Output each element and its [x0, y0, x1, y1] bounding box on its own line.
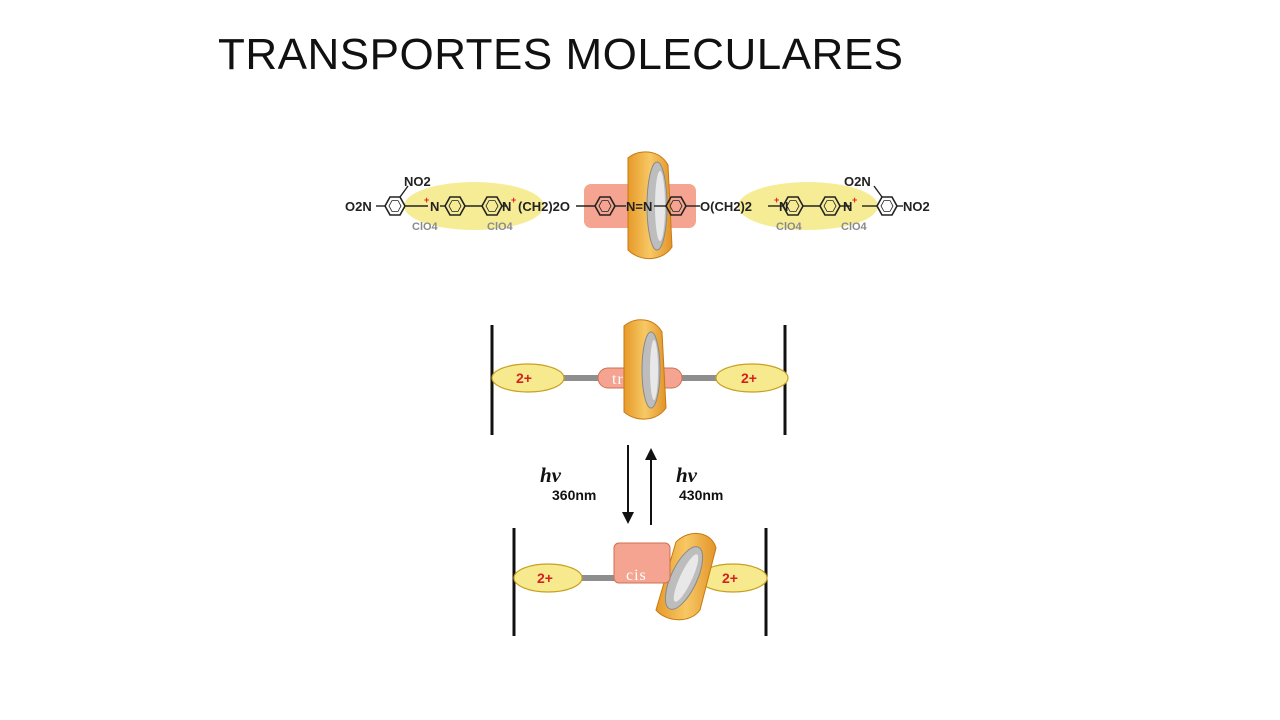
perchlorate-counterion: ClO4 [412, 221, 439, 233]
trans-shuttle: 2+ 2+ trans [490, 319, 789, 435]
cis-label: cis [626, 567, 647, 584]
station-charge-label: 2+ [741, 370, 757, 386]
pyridinium-nitrogen: N [430, 199, 439, 214]
perchlorate-counterion: ClO4 [487, 221, 514, 233]
arrow-up-head [645, 448, 657, 460]
positive-charge: + [424, 195, 429, 205]
arrow-down-head [622, 512, 634, 524]
nitro-group-top-left: NO2 [404, 174, 431, 189]
positive-charge: + [511, 195, 516, 205]
station-left [513, 563, 583, 593]
nitro-group-right: NO2 [903, 199, 930, 214]
station-charge-label: 2+ [516, 370, 532, 386]
wavelength-reverse: 430nm [679, 487, 723, 503]
station-left [491, 363, 565, 393]
photoisomerization-arrows: hν 360nm hν 430nm [540, 445, 723, 525]
nitro-group-left: O2N [345, 199, 372, 214]
slide-title: TRANSPORTES MOLECULARES [218, 30, 904, 79]
ethylene-linker-right: O(CH2)2 [700, 199, 752, 214]
pyridinium-nitrogen: N [502, 199, 511, 214]
benzene-ring [876, 196, 898, 216]
pyridinium-nitrogen: N [779, 199, 788, 214]
cyclodextrin-ring [623, 319, 667, 420]
station-right [715, 363, 789, 393]
perchlorate-counterion: ClO4 [841, 221, 868, 233]
station-charge-label: 2+ [537, 570, 553, 586]
station-charge-label: 2+ [722, 570, 738, 586]
chemical-bonds [376, 185, 903, 207]
azo-group: N=N [626, 199, 652, 214]
cis-shuttle: 2+ 2+ cis [512, 528, 768, 636]
benzene-ring [384, 196, 406, 216]
perchlorate-counterion: ClO4 [776, 221, 803, 233]
light-symbol-reverse: hν [676, 463, 698, 487]
positive-charge: + [774, 195, 779, 205]
chemical-structure: O2N NO2 N + N + (CH2)2O N=N O(CH2)2 + N … [345, 151, 930, 260]
cis-azo-unit [613, 542, 671, 584]
wavelength-forward: 360nm [552, 487, 596, 503]
ethylene-linker-left: (CH2)2O [518, 199, 570, 214]
pyridinium-nitrogen: N [843, 199, 852, 214]
cyclodextrin-ring [655, 533, 717, 621]
light-symbol-forward: hν [540, 463, 562, 487]
positive-charge: + [852, 195, 857, 205]
nitro-group-top-right: O2N [844, 174, 871, 189]
